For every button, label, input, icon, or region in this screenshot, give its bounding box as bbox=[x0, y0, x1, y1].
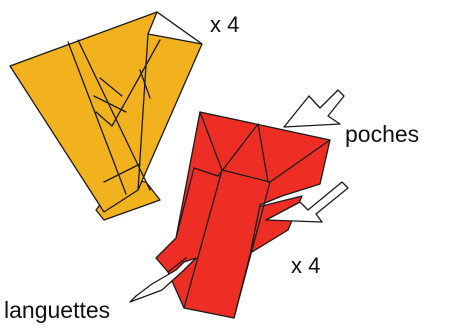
yellow-module-top-notch bbox=[147, 11, 203, 45]
yellow-module-body bbox=[9, 11, 203, 213]
arrow-poches-lower bbox=[265, 181, 349, 223]
red-module-fold-line-4 bbox=[183, 169, 223, 309]
yellow-module-fold-line-7 bbox=[95, 111, 113, 127]
red-module-fold-line-10 bbox=[269, 139, 331, 183]
arrow-poches-upper bbox=[283, 89, 345, 128]
red-module-fold-line-2 bbox=[221, 169, 271, 183]
yellow-module-fold-line-5 bbox=[99, 77, 123, 97]
red-module bbox=[155, 111, 331, 319]
count-label-bottom: x 4 bbox=[291, 253, 321, 278]
yellow-module-fold-line-1 bbox=[67, 41, 127, 195]
red-module-fold-line-7 bbox=[193, 167, 219, 177]
red-module-fold-line-1 bbox=[199, 111, 223, 171]
yellow-module bbox=[9, 11, 203, 221]
red-module-fold-line-3 bbox=[233, 181, 271, 319]
red-module-fold-line-8 bbox=[175, 167, 195, 239]
yellow-module-fold-line-4 bbox=[111, 39, 161, 127]
yellow-module-fold-line-8 bbox=[139, 69, 151, 99]
yellow-module-fold-line-9 bbox=[103, 163, 141, 183]
red-module-fold-line-5 bbox=[257, 123, 269, 183]
yellow-module-fold-line-6 bbox=[93, 95, 127, 113]
tabs-label: languettes bbox=[4, 297, 111, 323]
red-module-fold-line-6 bbox=[217, 123, 259, 177]
red-module-fold-line-9 bbox=[167, 257, 187, 273]
arrow-languettes bbox=[129, 257, 197, 303]
pockets-label: poches bbox=[345, 121, 420, 147]
count-label-top: x 4 bbox=[210, 12, 240, 37]
